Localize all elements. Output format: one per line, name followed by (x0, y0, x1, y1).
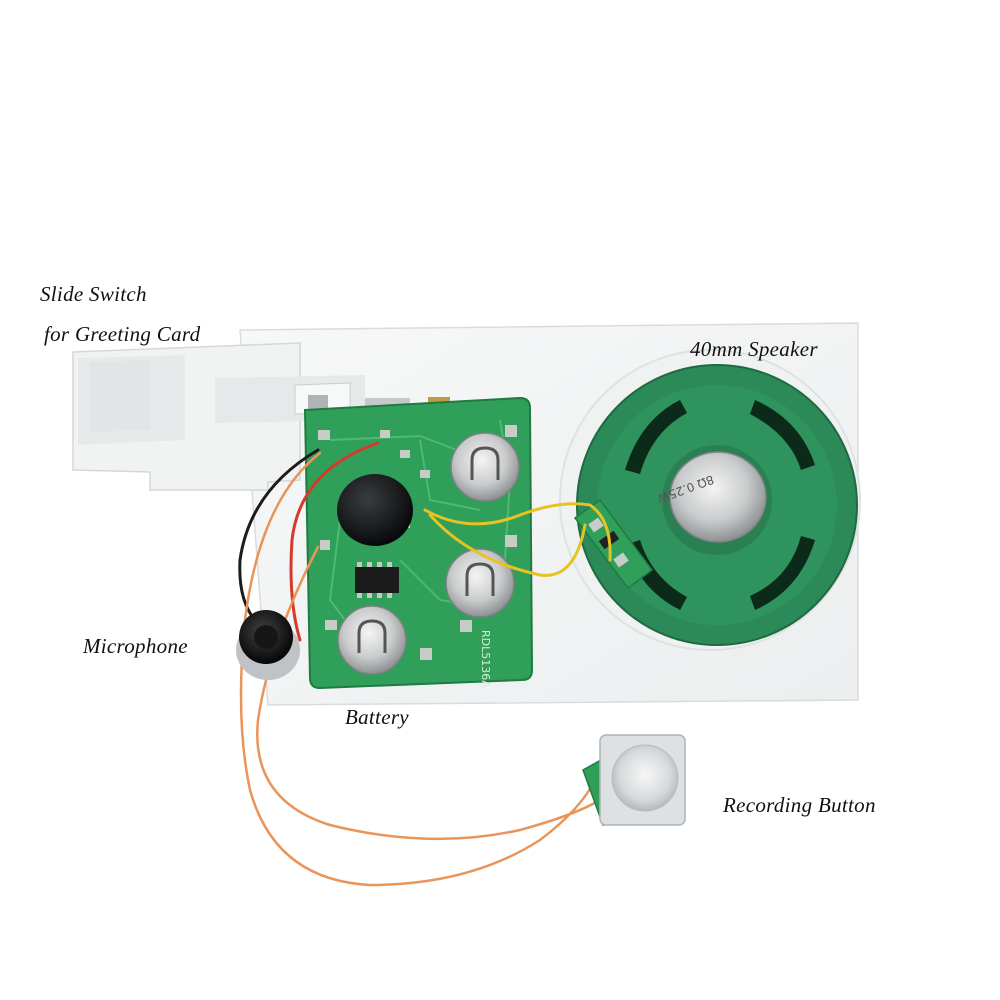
label-speaker: 40mm Speaker (690, 337, 818, 361)
coin-battery-3 (337, 605, 407, 675)
pcb-board: RDL5136A (303, 396, 534, 690)
label-microphone: Microphone (83, 634, 188, 658)
coin-battery-1 (450, 432, 520, 502)
label-slide-switch: Slide Switch (40, 282, 147, 306)
coin-battery-2 (445, 548, 515, 618)
wires (238, 441, 612, 887)
label-recording-button: Recording Button (723, 793, 876, 817)
label-battery: Battery (345, 705, 409, 729)
microphone (236, 610, 300, 680)
label-slide-switch-subtitle: for Greeting Card (44, 322, 201, 346)
recording-button (582, 734, 686, 827)
speaker: 8Ω 0.25W (559, 349, 861, 651)
pcb-marking: RDL5136A (479, 630, 492, 688)
